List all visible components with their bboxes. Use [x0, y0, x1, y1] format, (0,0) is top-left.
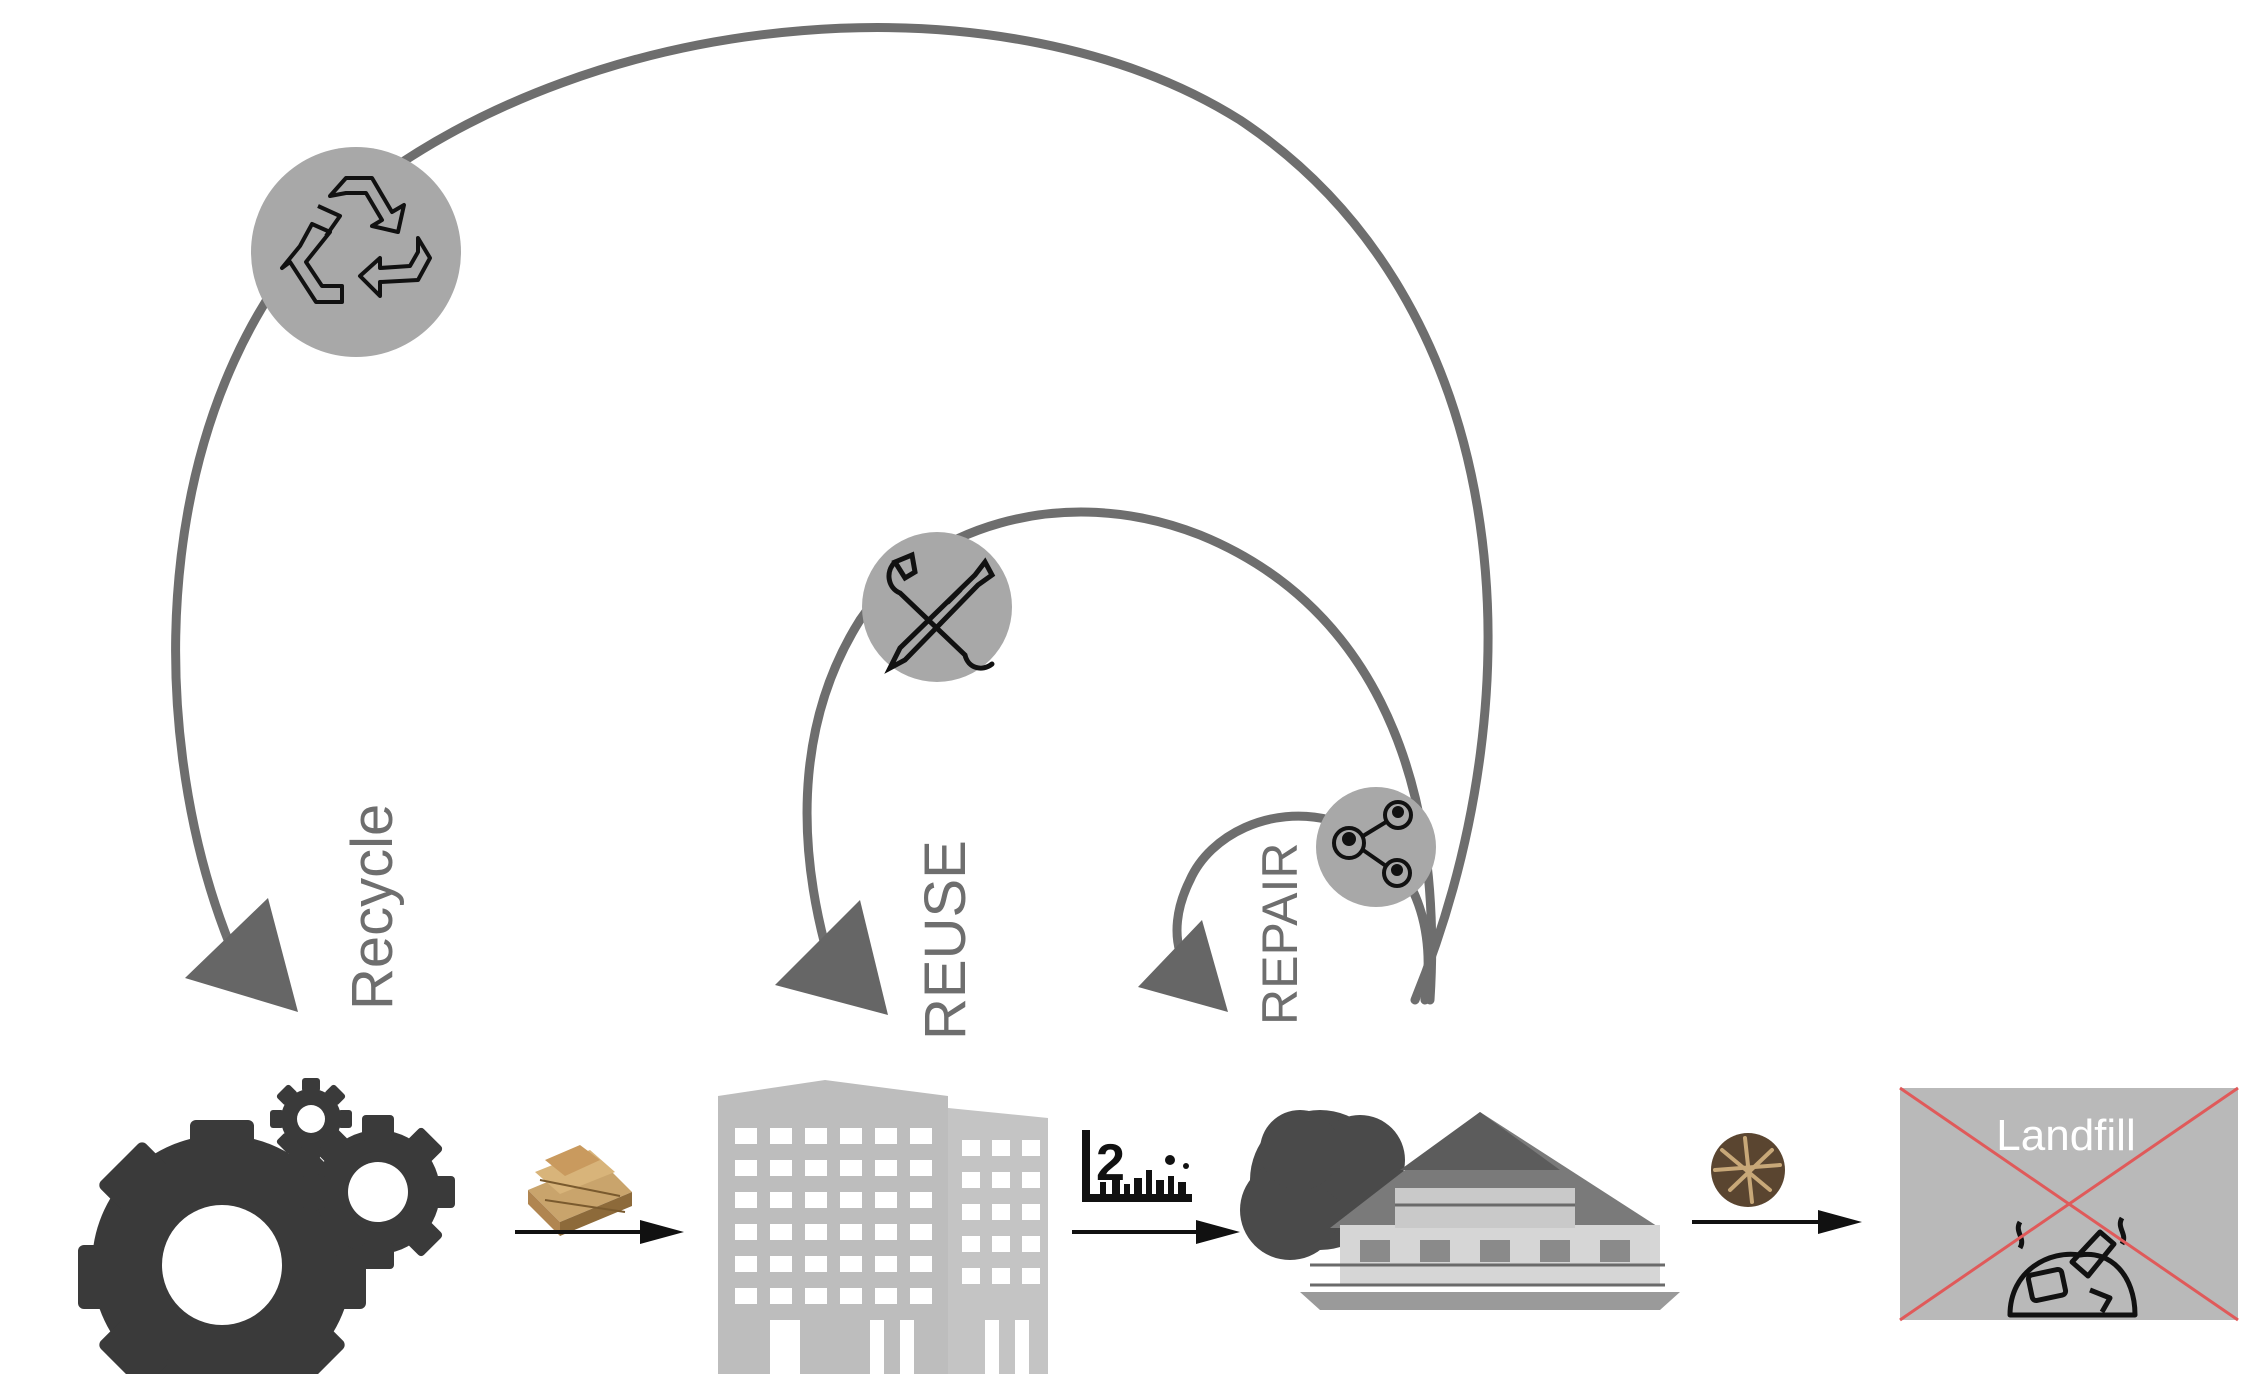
- reuse-arrowhead: [775, 900, 888, 1015]
- recycle-badge: [251, 147, 461, 357]
- recycle-arrowhead: [185, 898, 298, 1012]
- city-skyline-icon: 2: [1082, 1130, 1192, 1202]
- repair-arrowhead: [1138, 920, 1228, 1012]
- arrow-factory-to-building: [515, 1220, 684, 1244]
- arrow-building-to-house: [1072, 1220, 1240, 1244]
- recycle-label: Recycle: [340, 804, 405, 1010]
- landfill-box: Landfill: [1900, 1088, 2238, 1320]
- lumber-stack-icon: [528, 1145, 632, 1236]
- repair-badge: [1316, 787, 1436, 907]
- house-icon: [1240, 1110, 1680, 1310]
- small-gear: [270, 1078, 352, 1160]
- landfill-label: Landfill: [1996, 1111, 2135, 1160]
- gears-icon: [78, 1078, 455, 1374]
- reuse-label: REUSE: [913, 840, 978, 1040]
- reuse-badge: [862, 532, 1012, 682]
- arrow-house-to-landfill: [1692, 1210, 1862, 1234]
- wood-debris-icon: [1711, 1133, 1785, 1207]
- apartment-building-icon: [718, 1080, 1048, 1374]
- repair-label: REPAIR: [1252, 843, 1308, 1025]
